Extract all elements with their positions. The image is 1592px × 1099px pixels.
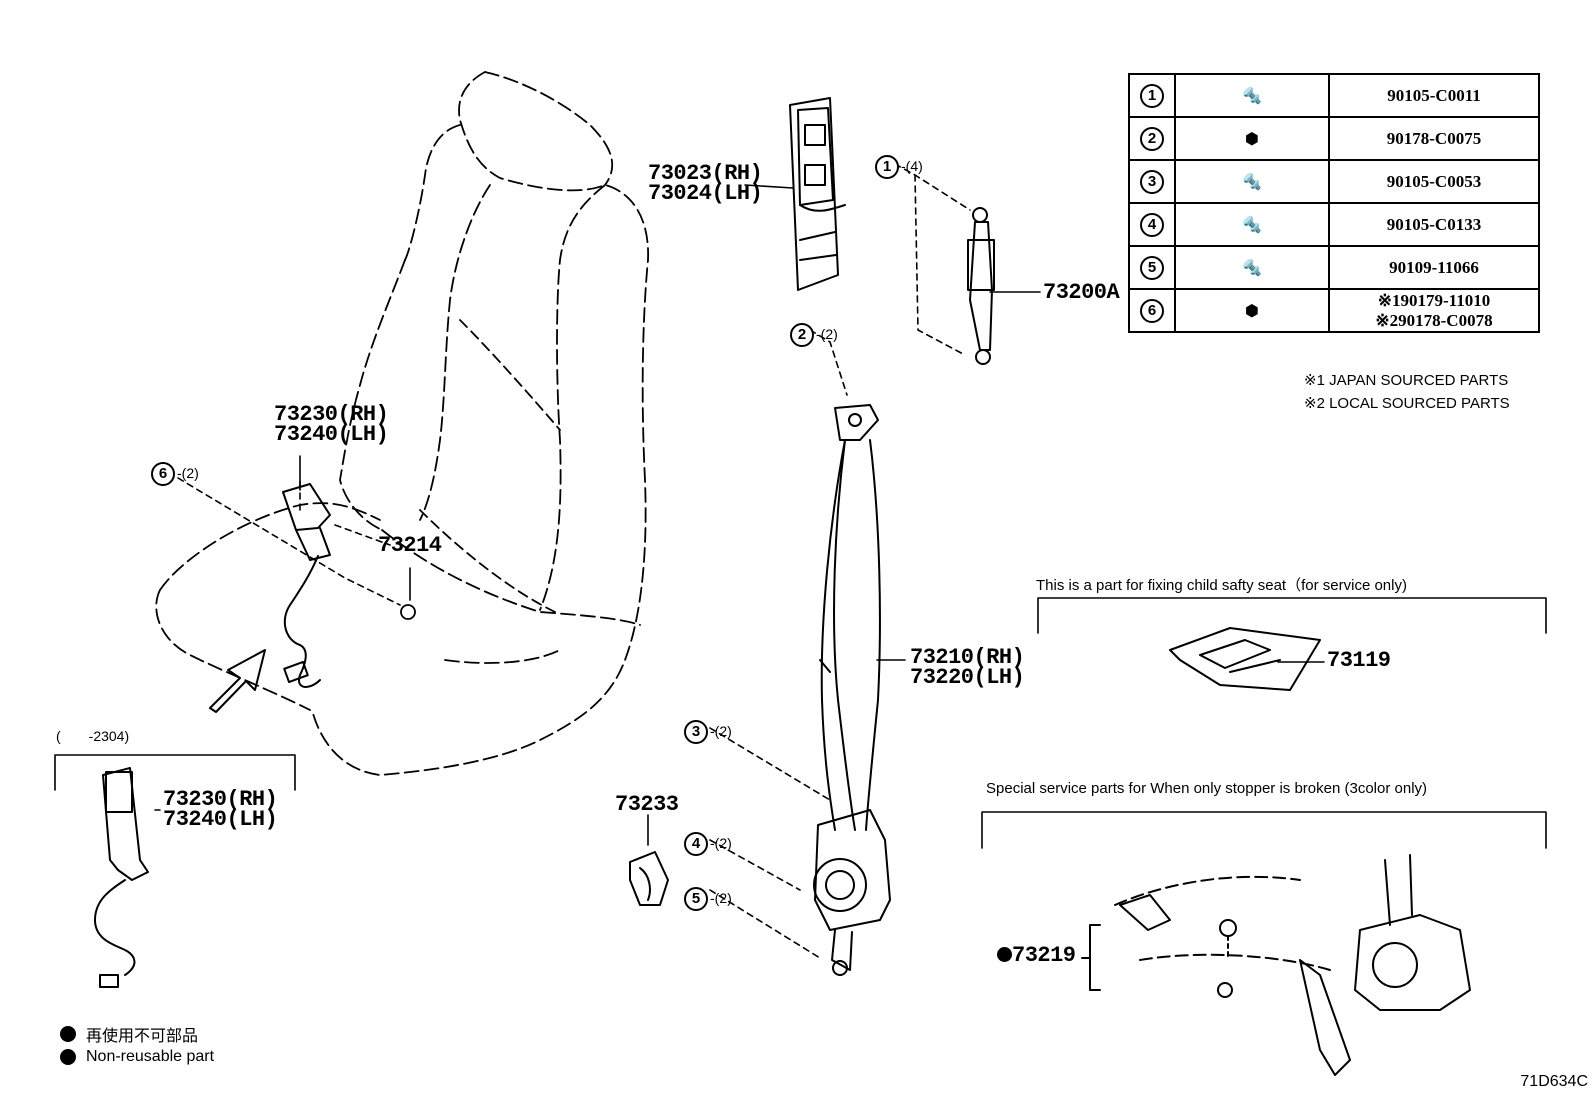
seat-outline	[155, 71, 649, 776]
callout-3: 3	[684, 720, 708, 744]
callout-number: 4	[1140, 212, 1164, 237]
part-number-local: ※290178-C0078	[1375, 310, 1493, 330]
label-73240: 73240(LH)	[274, 422, 389, 447]
legend-english: Non-reusable part	[60, 1048, 214, 1066]
part-number-pair: ※190179-11010 ※290178-C0078	[1328, 288, 1540, 333]
label-73023: 73023(RH)	[648, 161, 763, 186]
legend-jp-text: 再使用不可部品	[86, 1028, 199, 1045]
callout-3-qty: -(2)	[710, 723, 732, 739]
part-number: 90105-C0133	[1328, 202, 1540, 247]
table-row: 3 🔩 90105-C0053	[1128, 159, 1540, 204]
note-stopper: Special service parts for When only stop…	[986, 780, 1428, 797]
nut-icon: ⬢	[1245, 130, 1259, 148]
non-reusable-dot-icon	[997, 947, 1012, 962]
table-row: 1 🔩 90105-C0011	[1128, 73, 1540, 118]
buckle-assembly-old	[94, 767, 149, 988]
label-73214: 73214	[378, 533, 442, 558]
part-number: 90109-11066	[1328, 245, 1540, 290]
buckle-assembly	[282, 483, 331, 688]
callout-1: 1	[875, 155, 899, 179]
callout-1-qty: -(4)	[901, 158, 923, 174]
non-reusable-dot-icon	[60, 1049, 76, 1065]
diagram-code: 71D634C	[1520, 1073, 1588, 1090]
bolt-icon: 🔩	[1242, 173, 1262, 191]
table-row: 4 🔩 90105-C0133	[1128, 202, 1540, 247]
callout-6-qty: -(2)	[177, 465, 199, 481]
label-73230-old: 73230(RH)	[163, 787, 278, 812]
shoulder-adjuster	[967, 207, 995, 365]
label-73219: 73219	[997, 943, 1076, 968]
label-73200A: 73200A	[1043, 280, 1120, 305]
label-73119: 73119	[1327, 648, 1391, 673]
callout-4: 4	[684, 832, 708, 856]
callout-5: 5	[684, 887, 708, 911]
callout-6: 6	[151, 462, 175, 486]
note-local-sourced: ※2 LOCAL SOURCED PARTS	[1304, 395, 1510, 412]
note-japan-sourced: ※1 JAPAN SOURCED PARTS	[1304, 372, 1509, 389]
fastener-table: 1 🔩 90105-C0011 2 ⬢ 90178-C0075 3 🔩 9010…	[1128, 73, 1540, 333]
callout-number: 5	[1140, 255, 1164, 280]
callout-number: 2	[1140, 126, 1164, 151]
label-73240-old: 73240(LH)	[163, 807, 278, 832]
note-date-range: ( -2304)	[56, 728, 130, 744]
bolt-icon: 🔩	[1242, 216, 1262, 234]
bolt-icon: 🔩	[1242, 87, 1262, 105]
legend-en-text: Non-reusable part	[86, 1048, 215, 1065]
label-73210: 73210(RH)	[910, 645, 1025, 670]
washer-73214	[400, 604, 416, 620]
callout-4-qty: -(2)	[710, 835, 732, 851]
nut-icon: ⬢	[1245, 302, 1259, 320]
pillar-garnish	[789, 97, 846, 291]
view-arrow	[209, 649, 266, 713]
label-73220: 73220(LH)	[910, 665, 1025, 690]
non-reusable-dot-icon	[60, 1026, 76, 1042]
part-number: 90105-C0053	[1328, 159, 1540, 204]
callout-number: 1	[1140, 83, 1164, 108]
cover-73233	[629, 851, 669, 906]
callout-5-qty: -(2)	[710, 890, 732, 906]
child-seat-fixing-plate	[1169, 627, 1321, 691]
seat-belt-assembly	[813, 404, 891, 976]
callout-2-qty: -(2)	[816, 326, 838, 342]
callout-number: 3	[1140, 169, 1164, 194]
leader-lines	[177, 163, 971, 959]
stud-bolt-icon: 🔩	[1242, 259, 1262, 277]
label-73230: 73230(RH)	[274, 402, 389, 427]
part-number: 90178-C0075	[1328, 116, 1540, 161]
stopper-detail	[1081, 854, 1471, 1076]
label-73219-text: 73219	[1012, 943, 1076, 968]
callout-2: 2	[790, 323, 814, 347]
part-number: 90105-C0011	[1328, 73, 1540, 118]
table-row: 6 ⬢ ※190179-11010 ※290178-C0078	[1128, 288, 1540, 333]
part-number-japan: ※190179-11010	[1377, 290, 1491, 310]
bracket-lines	[54, 597, 1547, 849]
note-child-seat: This is a part for fixing child safty se…	[1036, 577, 1407, 594]
label-73233: 73233	[615, 792, 679, 817]
legend-japanese: 再使用不可部品	[60, 1022, 198, 1046]
table-row: 5 🔩 90109-11066	[1128, 245, 1540, 290]
callout-number: 6	[1140, 298, 1164, 323]
label-73024: 73024(LH)	[648, 181, 763, 206]
table-row: 2 ⬢ 90178-C0075	[1128, 116, 1540, 161]
